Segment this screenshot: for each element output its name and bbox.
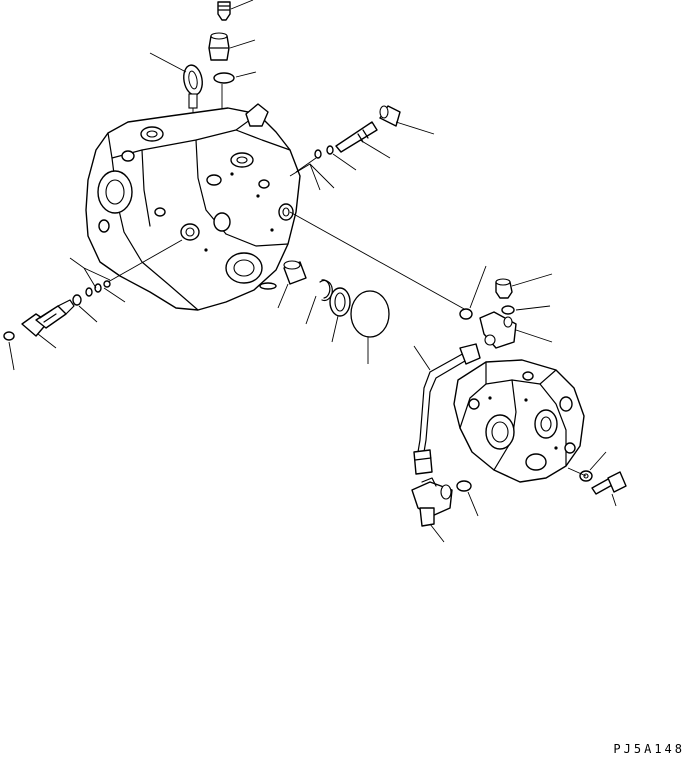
leader-top-fitting	[229, 39, 256, 49]
leader-secondary-bolt	[611, 493, 617, 507]
guide-main-to-secondary	[289, 211, 467, 311]
leader-secondary-o-ring-upper	[469, 265, 487, 309]
leader-top-bolt	[230, 0, 254, 10]
leader-pin-small-rings	[332, 153, 357, 171]
top-o-ring	[213, 72, 235, 84]
hose-line	[413, 343, 481, 475]
leader-secondary-top-plug	[511, 273, 553, 287]
leader-oil-seal	[331, 315, 339, 343]
left-fitting	[21, 299, 75, 337]
leader-secondary-washer	[589, 451, 607, 471]
secondary-bolt	[591, 471, 627, 495]
leader-top-o-ring	[235, 71, 257, 78]
eye-bolt	[183, 64, 203, 109]
leader-secondary-o-ring-lower	[467, 491, 479, 517]
bearing-sleeve	[283, 260, 307, 285]
pin-shaft	[335, 121, 378, 153]
snap-ring	[319, 279, 333, 302]
pin-nut	[379, 105, 401, 127]
leader-secondary-elbow-fitting	[515, 329, 553, 343]
drawing-code: PJ5A148	[613, 742, 685, 756]
leader-bearing-sleeve	[277, 283, 289, 309]
leader-left-o-ring	[78, 305, 98, 323]
left-o-ring	[72, 294, 82, 306]
large-o-ring	[350, 290, 390, 338]
secondary-top-plug	[495, 278, 513, 299]
leader-hose-line	[413, 345, 431, 371]
main-body-top-plug	[245, 103, 269, 127]
secondary-pump-housing	[453, 359, 585, 483]
leader-left-small-rings	[69, 257, 126, 303]
leader-secondary-small-o-ring	[515, 305, 551, 311]
leader-snap-ring	[305, 295, 317, 325]
pin-small-rings	[314, 145, 334, 159]
oil-seal	[329, 287, 351, 317]
top-bolt	[217, 1, 231, 21]
guide-left-assembly	[107, 239, 183, 283]
guide-pin	[295, 157, 317, 173]
leader-eye-bolt	[149, 52, 187, 73]
left-small-rings	[85, 280, 111, 297]
main-pump-housing	[85, 107, 301, 311]
main-body-side-stud	[259, 282, 277, 290]
secondary-elbow-fitting	[479, 311, 517, 349]
secondary-o-ring-upper	[459, 308, 473, 320]
secondary-o-ring-lower	[456, 480, 472, 492]
left-nut	[3, 331, 15, 341]
top-fitting	[208, 32, 230, 61]
leader-left-nut	[8, 341, 15, 371]
secondary-small-o-ring	[501, 305, 515, 315]
leader-pin-nut	[395, 121, 435, 135]
guide-secondary-bolt	[567, 467, 587, 477]
leader-pin-shaft	[359, 139, 391, 159]
leader-left-fitting	[37, 333, 57, 349]
secondary-lower-elbow	[411, 477, 453, 527]
leader-secondary-lower-elbow	[429, 523, 445, 543]
